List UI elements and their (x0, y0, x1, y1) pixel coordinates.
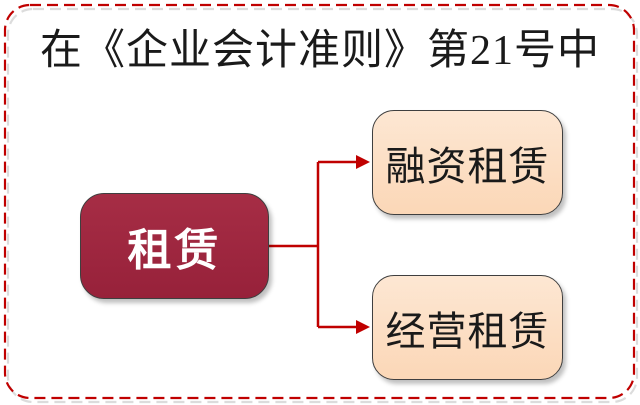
node-operating-lease: 经营租赁 (372, 275, 563, 380)
node-finance-lease-label: 融资租赁 (385, 144, 550, 189)
node-lease-label: 租赁 (127, 226, 222, 275)
page-border (3, 3, 636, 400)
page-title: 在《企业会计准则》第21号中 (39, 28, 600, 74)
page-border-shadow (6, 7, 639, 404)
connector-lines (269, 160, 357, 329)
node-finance-lease: 融资租赁 (372, 110, 563, 215)
arrowhead-top-icon (356, 155, 370, 169)
arrowhead-bottom-icon (356, 320, 370, 334)
node-operating-lease-label: 经营租赁 (385, 309, 550, 354)
node-lease: 租赁 (80, 193, 269, 299)
